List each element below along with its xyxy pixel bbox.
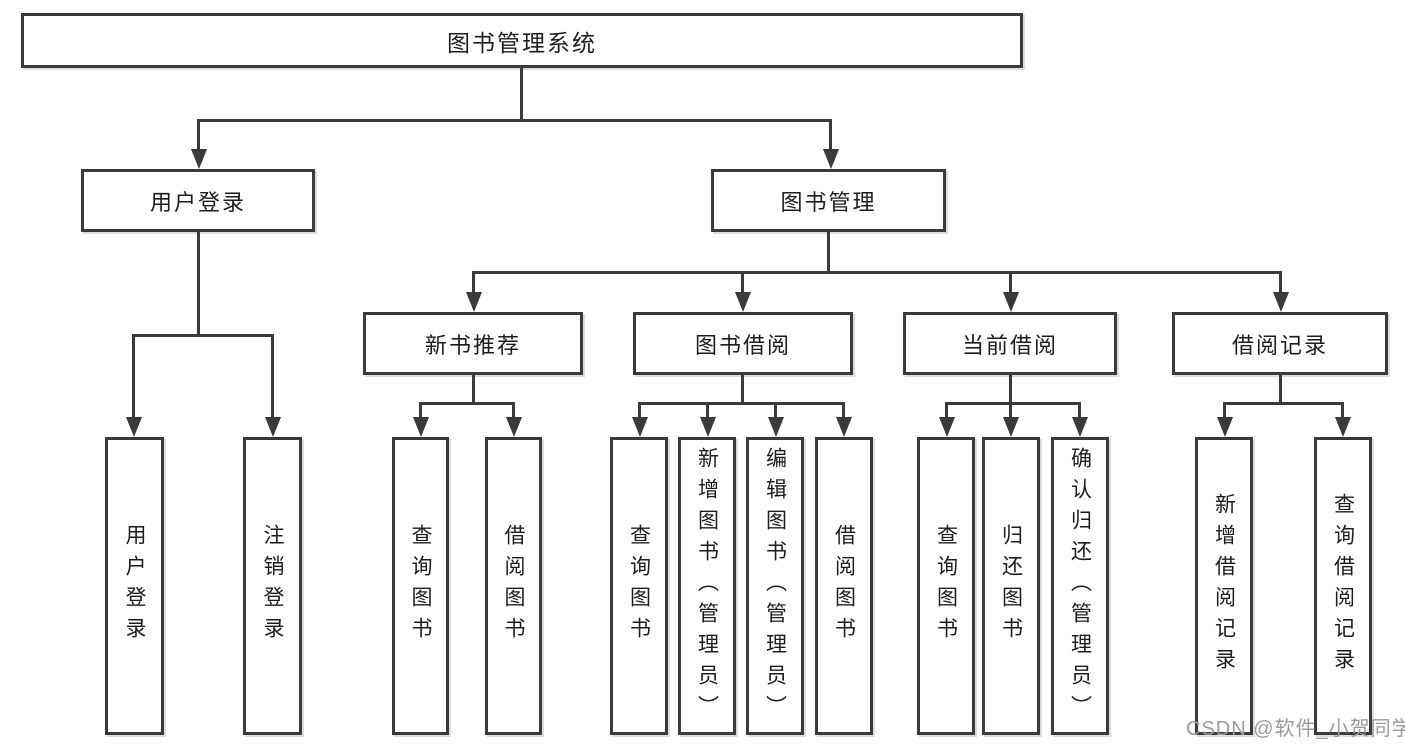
connector-line (472, 271, 1282, 274)
connector-line (197, 231, 200, 336)
connector-line (1279, 271, 1282, 294)
arrowhead-down-icon (126, 417, 142, 437)
leaf-return-book: 归还图书 (982, 437, 1040, 735)
leaf-add-borrow-record: 新增借阅记录 (1195, 437, 1253, 735)
connector-line (197, 119, 832, 122)
connector-line (827, 231, 830, 273)
connector-line (132, 334, 274, 337)
arrowhead-down-icon (1003, 292, 1019, 312)
connector-line (1009, 374, 1012, 404)
arrowhead-down-icon (413, 417, 429, 437)
connector-line (1078, 402, 1081, 419)
connector-line (1223, 402, 1344, 405)
leaf-edit-book-admin: 编辑图书（管理员） (746, 437, 804, 735)
leaf-add-book-admin: 新增图书（管理员） (678, 437, 736, 735)
arrowhead-down-icon (506, 417, 522, 437)
connector-line (271, 334, 274, 419)
connector-line (638, 402, 845, 405)
node-user-login: 用户登录 (81, 169, 315, 232)
arrowhead-down-icon (735, 292, 751, 312)
arrowhead-down-icon (1072, 417, 1088, 437)
connector-line (512, 402, 515, 419)
connector-line (741, 374, 744, 404)
arrowhead-down-icon (191, 149, 207, 169)
arrowhead-down-icon (823, 149, 839, 169)
arrowhead-down-icon (1335, 417, 1351, 437)
connector-line (520, 67, 523, 121)
arrowhead-down-icon (1273, 292, 1289, 312)
connector-line (472, 374, 475, 404)
node-current-borrow: 当前借阅 (903, 312, 1117, 375)
connector-line (638, 402, 641, 419)
connector-line (829, 119, 832, 149)
connector-line (419, 402, 422, 419)
connector-line (1009, 402, 1012, 419)
connector-line (842, 402, 845, 419)
leaf-confirm-return-admin: 确认归还（管理员） (1051, 437, 1109, 735)
leaf-query-book-borrow: 查询图书 (610, 437, 668, 735)
connector-line (1341, 402, 1344, 419)
node-library-system: 图书管理系统 (21, 13, 1023, 68)
arrowhead-down-icon (939, 417, 955, 437)
leaf-query-book-current: 查询图书 (917, 437, 975, 735)
leaf-query-borrow-record: 查询借阅记录 (1314, 437, 1372, 735)
connector-line (741, 271, 744, 294)
node-new-book-recommend: 新书推荐 (363, 312, 583, 375)
node-borrow-records: 借阅记录 (1172, 312, 1388, 375)
connector-line (1279, 374, 1282, 404)
connector-line (419, 402, 515, 405)
connector-line (1009, 271, 1012, 294)
arrowhead-down-icon (700, 417, 716, 437)
leaf-logout: 注销登录 (243, 437, 302, 735)
connector-line (132, 334, 135, 419)
arrowhead-down-icon (1217, 417, 1233, 437)
connector-line (1223, 402, 1226, 419)
arrowhead-down-icon (466, 292, 482, 312)
connector-line (197, 119, 200, 149)
arrowhead-down-icon (632, 417, 648, 437)
connector-line (472, 271, 475, 294)
connector-line (945, 402, 1081, 405)
arrowhead-down-icon (836, 417, 852, 437)
node-book-management: 图书管理 (711, 169, 946, 232)
leaf-query-book-recommend: 查询图书 (392, 437, 449, 735)
arrowhead-down-icon (768, 417, 784, 437)
csdn-watermark: CSDN @软件_小贺同学 (1186, 718, 1405, 740)
connector-line (706, 402, 709, 419)
arrowhead-down-icon (265, 417, 281, 437)
node-book-borrow: 图书借阅 (633, 312, 853, 375)
connector-line (945, 402, 948, 419)
leaf-user-login: 用户登录 (105, 437, 164, 735)
connector-line (774, 402, 777, 419)
arrowhead-down-icon (1003, 417, 1019, 437)
leaf-borrow-book-recommend: 借阅图书 (485, 437, 542, 735)
leaf-borrow-book: 借阅图书 (815, 437, 873, 735)
